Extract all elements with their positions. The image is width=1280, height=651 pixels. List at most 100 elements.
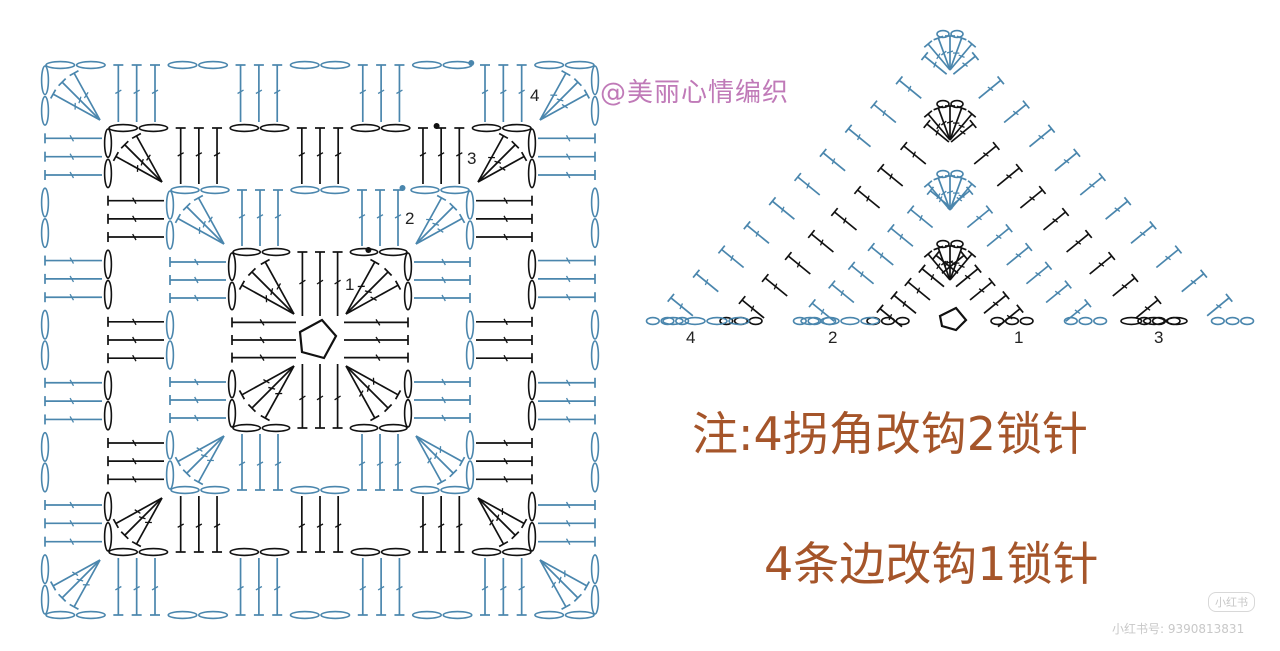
dc-stitch-bar <box>940 120 947 126</box>
dc-stitch-bar <box>375 354 381 361</box>
dc-stitch <box>177 217 225 245</box>
chain-stitch <box>590 95 600 126</box>
dc-stitch-top <box>1047 124 1056 134</box>
chain-stitch <box>167 610 198 620</box>
dc-stitch-bar <box>888 314 893 321</box>
dc-stitch-top <box>743 220 751 230</box>
dc-stitch-bar <box>565 275 571 283</box>
dc-stitch-top <box>436 194 447 202</box>
dc-stitch-bar <box>940 260 947 266</box>
dc-stitch-top <box>394 390 402 400</box>
magic-ring <box>938 306 968 332</box>
dc-stitch <box>873 103 897 124</box>
chain-stitch <box>527 491 537 522</box>
dc-stitch-bar <box>208 216 213 223</box>
join-dot <box>468 60 475 66</box>
dc-stitch-bar <box>565 171 571 179</box>
dc-stitch <box>670 297 694 317</box>
dc-stitch-bar <box>140 158 144 166</box>
dc-stitch-bar <box>503 318 508 326</box>
dc-stitch <box>61 559 101 599</box>
chain-stitch <box>820 316 840 326</box>
dc-stitch <box>61 81 101 121</box>
dc-stitch-top <box>1016 304 1024 314</box>
dc-stitch-bar <box>556 98 564 102</box>
dc-stitch <box>1028 128 1053 148</box>
dc-stitch-bar <box>316 523 324 528</box>
dc-stitch-top <box>1061 207 1070 217</box>
dc-stitch <box>1065 302 1089 322</box>
chain-stitch <box>290 485 320 495</box>
chain-stitch <box>564 610 595 620</box>
chain-stitch <box>170 485 200 495</box>
dc-stitch-bar <box>132 354 137 362</box>
dc-stitch-top <box>449 469 458 478</box>
dc-stitch-bar <box>132 233 137 241</box>
dc-stitch-bar <box>1029 196 1035 201</box>
dc-stitch <box>969 281 993 301</box>
chain-stitch <box>138 123 169 133</box>
dc-stitch <box>879 308 903 328</box>
dc-stitch-bar <box>899 233 904 240</box>
dc-stitch-top <box>808 298 817 308</box>
dc-stitch-bar <box>503 354 508 362</box>
dc-stitch <box>477 135 505 183</box>
chain-stitch <box>40 584 50 615</box>
dc-stitch-top <box>923 119 931 129</box>
dc-stitch-bar <box>375 336 381 344</box>
dc-stitch-bar <box>364 290 372 294</box>
dc-stitch <box>857 189 881 209</box>
dc-stitch-bar <box>1114 207 1121 212</box>
dc-stitch <box>949 107 963 141</box>
chain-stitch <box>320 185 350 195</box>
chain-stitch <box>40 95 50 126</box>
dc-stitch-bar <box>1121 284 1128 289</box>
join-dot <box>433 123 440 129</box>
triangle-row-label-3: 3 <box>1154 328 1163 347</box>
dc-stitch-bar <box>455 523 463 528</box>
dc-stitch-bar <box>334 523 342 528</box>
dc-stitch <box>893 294 917 314</box>
dc-stitch-bar <box>69 171 75 179</box>
dc-stitch-top <box>956 175 967 181</box>
dc-stitch <box>851 265 875 285</box>
dc-stitch-bar <box>268 386 276 390</box>
chain-stitch <box>442 60 473 70</box>
dc-stitch-top <box>383 403 393 413</box>
dc-stitch-top <box>933 245 944 251</box>
chain-stitch <box>320 60 351 70</box>
dc-stitch-bar <box>427 457 432 464</box>
chain-stitch <box>706 316 728 326</box>
dc-stitch-bar <box>500 585 507 591</box>
dc-stitch-top <box>436 478 447 486</box>
dc-stitch-bar <box>202 220 206 228</box>
dc-stitch <box>73 559 101 608</box>
dc-stitch <box>1025 265 1049 285</box>
dc-stitch <box>124 144 163 183</box>
dc-stitch-top <box>828 280 836 289</box>
dc-stitch-top <box>1024 242 1033 252</box>
dc-stitch <box>477 144 516 183</box>
dc-stitch <box>890 227 914 247</box>
dc-stitch-bar <box>565 257 571 264</box>
dc-stitch-bar <box>132 439 137 447</box>
dc-stitch-bar <box>377 89 385 95</box>
dc-stitch-top <box>120 531 129 540</box>
chain-stitch <box>40 217 50 249</box>
dc-stitch-bar <box>69 275 75 283</box>
dc-stitch <box>345 284 399 315</box>
dc-stitch <box>949 43 973 71</box>
dc-stitch <box>949 37 963 71</box>
dc-stitch-top <box>867 242 876 252</box>
dc-stitch-bar <box>194 258 199 266</box>
dc-stitch-bar <box>503 233 508 241</box>
chain-stitch <box>1078 316 1093 326</box>
app-badge: 小红书 <box>1208 592 1255 612</box>
chain-stitch <box>165 340 175 370</box>
chain-stitch <box>411 610 443 620</box>
dc-stitch-top <box>69 603 79 611</box>
dc-stitch-bar <box>860 271 864 278</box>
dc-stitch-bar <box>273 89 281 95</box>
dc-stitch-bar <box>959 130 966 135</box>
dc-stitch <box>1066 233 1090 253</box>
